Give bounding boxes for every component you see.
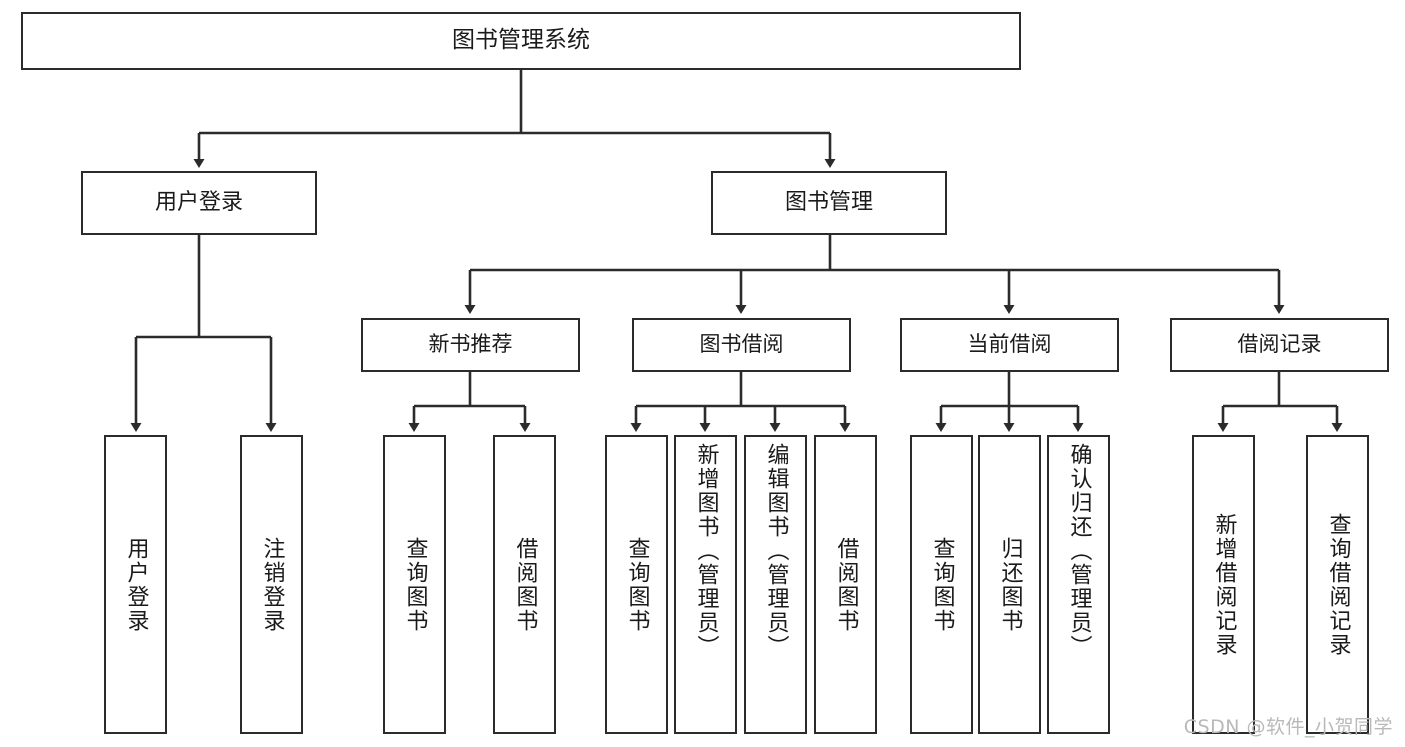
node-leaf-edit-book[interactable]: 编辑图书（管理员） bbox=[744, 435, 807, 734]
node-new-book-rec[interactable]: 新书推荐 bbox=[361, 318, 580, 372]
node-borrow-record[interactable]: 借阅记录 bbox=[1170, 318, 1389, 372]
node-user-login[interactable]: 用户登录 bbox=[81, 171, 317, 235]
node-leaf-edit-book-label: 编辑图书（管理员） bbox=[763, 443, 789, 659]
node-new-book-rec-label: 新书推荐 bbox=[428, 332, 513, 357]
node-leaf-query-book-2[interactable]: 查询图书 bbox=[605, 435, 668, 734]
node-leaf-return-book[interactable]: 归还图书 bbox=[978, 435, 1041, 734]
node-book-manage-label: 图书管理 bbox=[784, 189, 873, 215]
node-leaf-return-book-label: 归还图书 bbox=[997, 536, 1023, 633]
node-leaf-confirm-return[interactable]: 确认归还（管理员） bbox=[1047, 435, 1110, 734]
node-leaf-add-book-label: 新增图书（管理员） bbox=[693, 443, 719, 659]
node-book-borrow[interactable]: 图书借阅 bbox=[632, 318, 851, 372]
node-leaf-borrow-book-1[interactable]: 借阅图书 bbox=[493, 435, 556, 734]
node-leaf-add-record-label: 新增借阅记录 bbox=[1211, 512, 1237, 657]
node-root-label: 图书管理系统 bbox=[452, 27, 590, 54]
node-leaf-confirm-return-label: 确认归还（管理员） bbox=[1066, 443, 1092, 659]
node-leaf-add-book[interactable]: 新增图书（管理员） bbox=[674, 435, 737, 734]
node-leaf-user-login[interactable]: 用户登录 bbox=[104, 435, 167, 734]
node-leaf-query-record[interactable]: 查询借阅记录 bbox=[1306, 435, 1369, 734]
node-leaf-query-book-2-label: 查询图书 bbox=[624, 536, 650, 633]
node-book-manage[interactable]: 图书管理 bbox=[711, 171, 947, 235]
node-leaf-add-record[interactable]: 新增借阅记录 bbox=[1192, 435, 1255, 734]
node-leaf-query-book-3[interactable]: 查询图书 bbox=[910, 435, 973, 734]
node-current-borrow-label: 当前借阅 bbox=[967, 332, 1052, 357]
node-leaf-user-login-label: 用户登录 bbox=[123, 536, 149, 633]
node-root[interactable]: 图书管理系统 bbox=[21, 12, 1021, 70]
watermark-text: CSDN @软件_小贺同学 bbox=[1183, 716, 1393, 738]
node-current-borrow[interactable]: 当前借阅 bbox=[900, 318, 1119, 372]
node-book-borrow-label: 图书借阅 bbox=[699, 332, 784, 357]
node-leaf-query-book-1-label: 查询图书 bbox=[402, 536, 428, 633]
node-borrow-record-label: 借阅记录 bbox=[1237, 332, 1322, 357]
node-leaf-query-book-3-label: 查询图书 bbox=[929, 536, 955, 633]
node-leaf-logout[interactable]: 注销登录 bbox=[240, 435, 303, 734]
node-leaf-query-record-label: 查询借阅记录 bbox=[1325, 512, 1351, 657]
node-leaf-borrow-book-1-label: 借阅图书 bbox=[512, 536, 538, 633]
node-leaf-borrow-book-2[interactable]: 借阅图书 bbox=[814, 435, 877, 734]
node-user-login-label: 用户登录 bbox=[154, 189, 243, 215]
node-leaf-borrow-book-2-label: 借阅图书 bbox=[833, 536, 859, 633]
node-leaf-logout-label: 注销登录 bbox=[259, 536, 285, 633]
node-leaf-query-book-1[interactable]: 查询图书 bbox=[383, 435, 446, 734]
